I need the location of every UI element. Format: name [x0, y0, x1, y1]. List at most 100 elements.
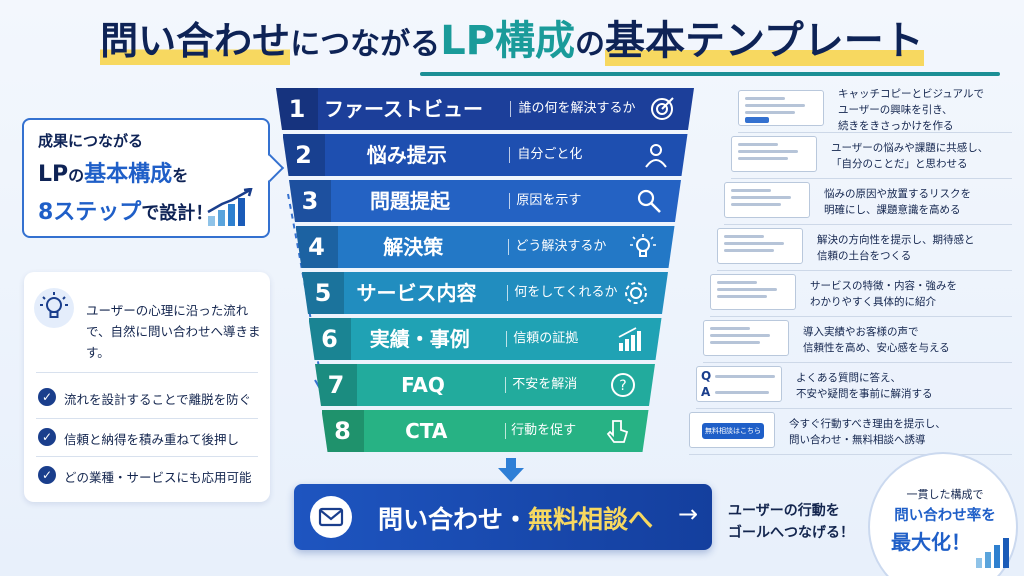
step-description-line: 問い合わせ・無料相談へ誘導 — [789, 434, 926, 446]
step-description-line: わかりやすく具体的に紹介 — [810, 296, 936, 308]
step-description-line: 解決の方向性を提示し、期待感と — [817, 234, 975, 246]
step-number: 7 — [315, 364, 357, 406]
summary-lp: LP — [38, 162, 69, 187]
step-divider — [509, 147, 510, 163]
divider — [36, 418, 258, 419]
step-label: 問題提起 — [370, 189, 450, 213]
step-divider — [505, 377, 506, 393]
summary-card: 成果につながる LPの基本構成を 8ステップで設計！ — [22, 118, 270, 238]
row-divider — [710, 316, 1012, 317]
summary-basic: 基本構成 — [84, 162, 173, 187]
benefit-item-3: どの業種・サービスにも応用可能 — [64, 470, 252, 485]
wireframe-thumbnail — [724, 182, 810, 218]
row-divider — [696, 408, 1012, 409]
wireframe-line — [724, 242, 784, 245]
badge-line-1: 一貫した構成で — [906, 488, 984, 501]
step-divider — [505, 423, 506, 439]
wireframe-line — [745, 111, 795, 114]
step-description-line: よくある質問に答え、 — [796, 372, 901, 384]
step-description: 導入実績やお客様の声で信頼性を高め、安心感を与える — [803, 324, 950, 356]
faq-a-label: A — [701, 385, 711, 399]
title-part-connect: につながる — [290, 27, 441, 62]
wireframe-line — [717, 295, 767, 298]
step-number: 1 — [276, 88, 318, 130]
step-number: 2 — [283, 134, 325, 176]
step-description-line: ユーザーの悩みや課題に共感し、 — [831, 142, 989, 154]
step-number: 3 — [289, 180, 331, 222]
step-description: 今すぐ行動すべき理由を提示し、問い合わせ・無料相談へ誘導 — [789, 416, 946, 448]
step-number: 4 — [296, 226, 338, 268]
wireframe-line — [738, 157, 788, 160]
wireframe-line — [710, 327, 750, 330]
wireframe-line — [710, 334, 770, 337]
wireframe-thumbnail — [710, 274, 796, 310]
check-icon: ✓ — [38, 388, 56, 406]
step-description-line: 悩みの原因や放置するリスクを — [824, 188, 971, 200]
wireframe-line — [731, 196, 791, 199]
step-description-line: 導入実績やお客様の声で — [803, 326, 919, 338]
wireframe-line — [745, 97, 785, 100]
step-number: 8 — [322, 410, 364, 452]
benefits-panel: ユーザーの心理に沿った流れで、自然に問い合わせへ導きます。 ✓ 流れを設計するこ… — [24, 272, 270, 502]
step-description: 解決の方向性を提示し、期待感と信頼の土台をつくる — [817, 232, 975, 264]
badge-line-3: 最大化！ — [891, 530, 971, 554]
wireframe-thumbnail — [717, 228, 803, 264]
step-description-line: 不安や疑問を事前に解消する — [796, 388, 933, 400]
summary-no: の — [68, 166, 85, 185]
title-underline — [420, 72, 1000, 76]
cta-label: 問い合わせ・無料相談へ — [378, 500, 653, 536]
title-part-lp: LP構成 — [440, 18, 575, 64]
wireframe-line — [731, 189, 771, 192]
row-divider — [717, 270, 1012, 271]
question-icon: ? — [609, 371, 637, 399]
wireframe-line — [717, 281, 757, 284]
title-part-no: の — [575, 27, 605, 62]
step-divider — [509, 193, 510, 209]
step-description-line: キャッチコピーとビジュアルで — [838, 88, 984, 100]
mail-icon — [310, 496, 352, 538]
step-description-line: 明確にし、課題意識を高める — [824, 204, 961, 216]
summary-line-2: LPの基本構成を — [38, 156, 188, 188]
gear-icon — [622, 279, 650, 307]
down-arrow-icon — [498, 458, 524, 482]
step-description: ユーザーの悩みや課題に共感し、「自分のことだ」と思わせる — [831, 140, 988, 172]
step-description-line: 続きをきさっかけを作る — [838, 120, 954, 132]
svg-text:?: ? — [619, 378, 626, 394]
bar-chart-icon — [616, 325, 644, 353]
wireframe-line — [745, 104, 805, 107]
funnel-step: 7 FAQ 不安を解消? — [315, 364, 655, 406]
check-icon: ✓ — [38, 428, 56, 446]
wireframe-line — [738, 150, 798, 153]
step-number: 6 — [309, 318, 351, 360]
step-description-line: 今すぐ行動すべき理由を提示し、 — [789, 418, 946, 430]
cta-label-consult: 無料相談へ — [528, 505, 654, 534]
summary-design: で設計！ — [141, 203, 214, 224]
step-description: キャッチコピーとビジュアルでユーザーの興味を引き、続きをきさっかけを作る — [838, 86, 984, 134]
step-number: 5 — [302, 272, 344, 314]
wireframe-thumbnail — [738, 90, 824, 126]
result-badge: 一貫した構成で 問い合わせ率を 最大化！ — [868, 452, 1018, 576]
wireframe-line — [738, 143, 778, 146]
step-sub: 自分ごと化 — [517, 147, 583, 162]
divider — [36, 372, 258, 373]
check-icon: ✓ — [38, 466, 56, 484]
step-label: サービス内容 — [356, 281, 477, 305]
step-sub: どう解決するか — [515, 239, 607, 254]
cta-label-inquiry: 問い合わせ・ — [378, 505, 529, 534]
benefits-intro: ユーザーの心理に沿った流れで、自然に問い合わせへ導きます。 — [86, 303, 261, 360]
step-label: FAQ — [401, 373, 445, 397]
wireframe-thumbnail: 無料相談はこちら — [689, 412, 775, 448]
faq-q-label: Q — [701, 369, 712, 383]
cta-banner[interactable]: 問い合わせ・無料相談へ → — [294, 484, 712, 550]
step-sub: 行動を促す — [511, 423, 577, 438]
cta-note-line-2: ゴールへつなげる！ — [728, 525, 854, 541]
step-label: CTA — [405, 419, 448, 443]
row-divider — [724, 224, 1012, 225]
wireframe-line — [724, 235, 764, 238]
step-sub: 不安を解消 — [512, 377, 578, 392]
step-description-line: 信頼性を高め、安心感を与える — [803, 342, 950, 354]
title-part-inquiry: 問い合わせ — [100, 10, 291, 65]
summary-line-1: 成果につながる — [38, 132, 144, 150]
